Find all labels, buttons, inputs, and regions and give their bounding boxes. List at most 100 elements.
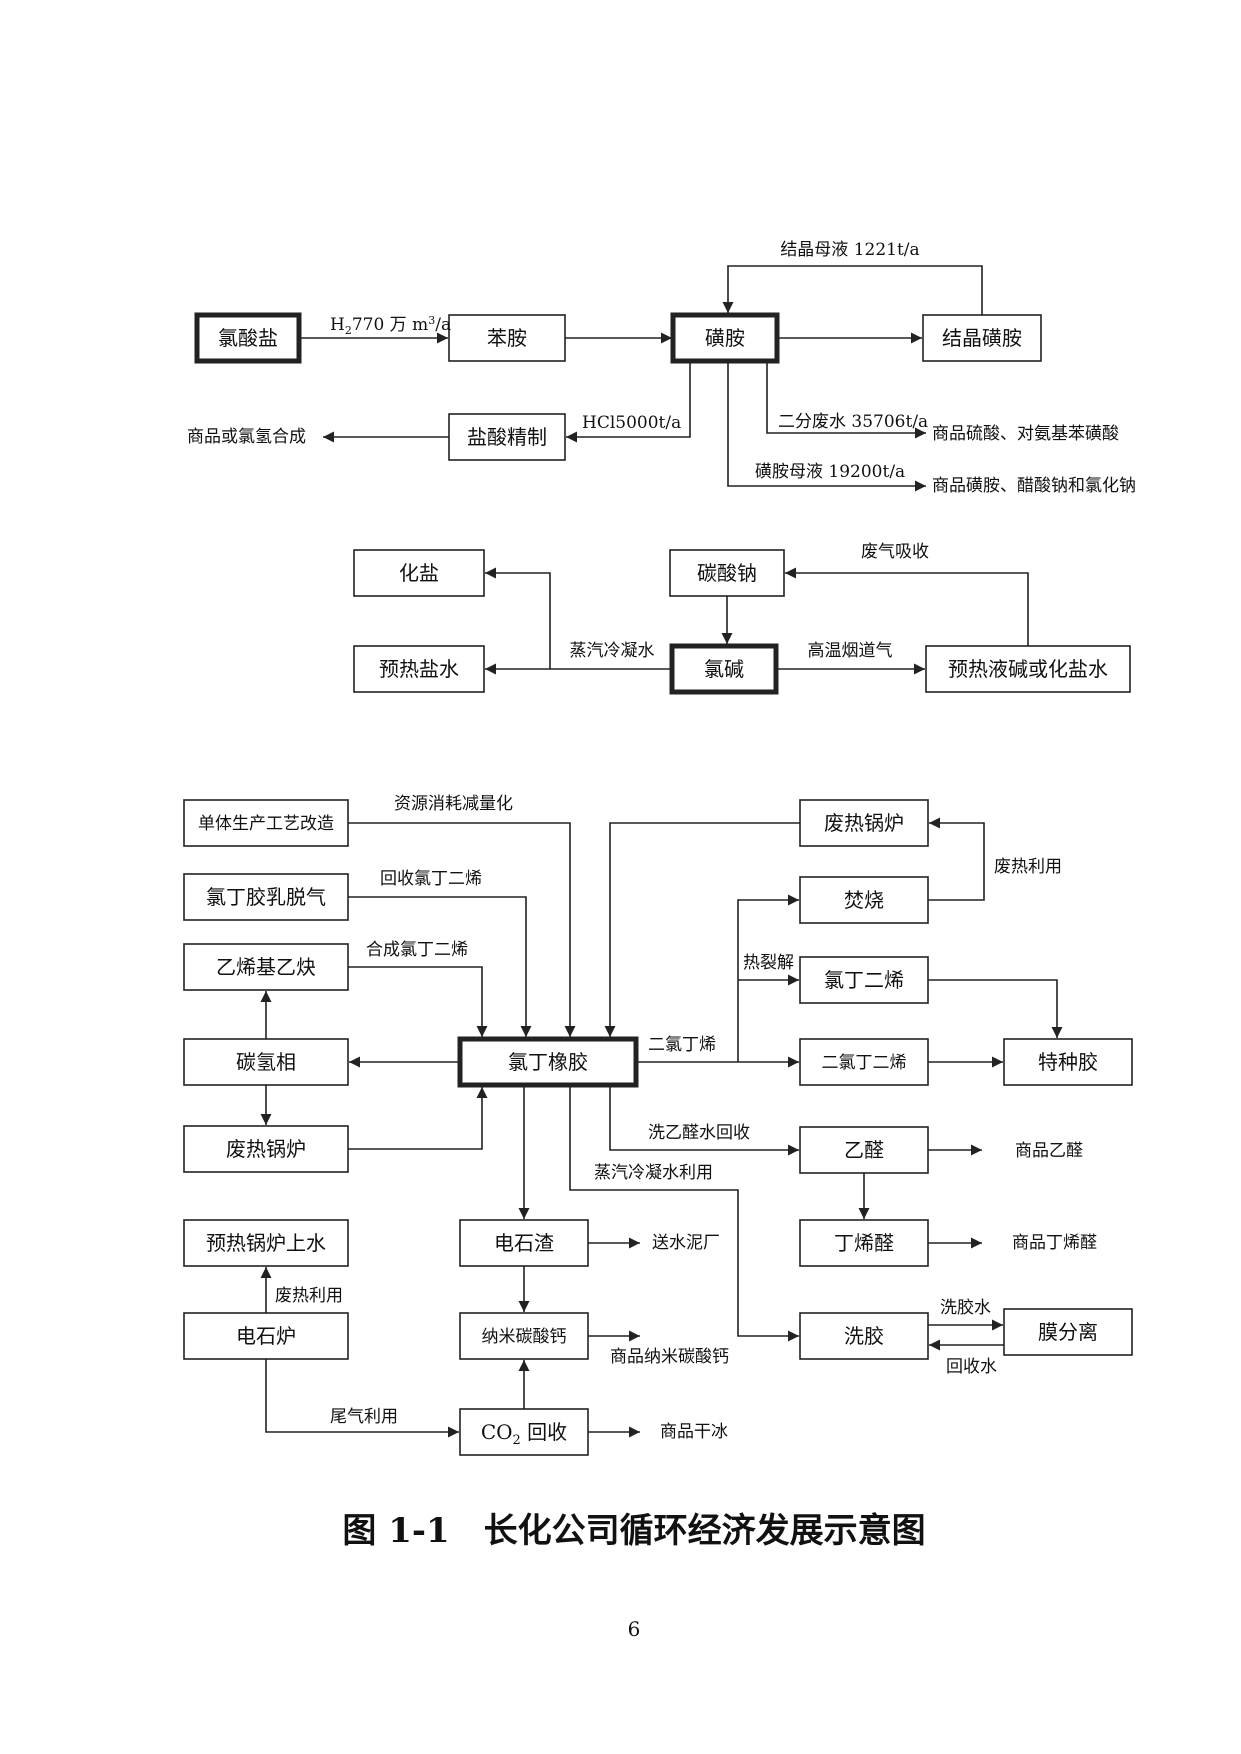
svg-text:乙烯基乙炔: 乙烯基乙炔 (216, 955, 316, 979)
svg-text:磺胺: 磺胺 (705, 326, 745, 350)
svg-text:氯丁二烯: 氯丁二烯 (824, 968, 904, 992)
node-chloralkali: 氯碱 (669, 643, 779, 695)
svg-text:结晶磺胺: 结晶磺胺 (942, 326, 1022, 350)
node-carbide-furnace: 电石炉 (183, 1312, 349, 1360)
svg-text:氯碱: 氯碱 (704, 657, 744, 681)
label-tail-gas: 尾气利用 (330, 1407, 398, 1427)
node-vinylacetylene: 乙烯基乙炔 (183, 943, 349, 991)
node-hydrocarbon: 碳氢相 (183, 1038, 349, 1086)
edge-vinyl-cr (348, 966, 488, 1037)
edge-degas-cr (348, 896, 532, 1037)
edge-whb-cr (348, 1087, 488, 1150)
svg-text:焚烧: 焚烧 (844, 888, 884, 912)
svg-text:电石渣: 电石渣 (494, 1231, 554, 1255)
edge-mother-liquor-loop (722, 265, 983, 315)
label-waste-heat-left: 废热利用 (275, 1286, 343, 1306)
label-mother-liquor: 结晶母液 1221t/a (780, 240, 919, 260)
node-co2-recovery: CO2 回收 (459, 1408, 589, 1456)
node-membrane: 膜分离 (1003, 1308, 1133, 1356)
label-steam-cond: 蒸汽冷凝水 (570, 641, 655, 661)
node-na2co3: 碳酸钠 (669, 549, 785, 597)
svg-text:废热锅炉: 废热锅炉 (226, 1137, 306, 1161)
edge-waste-gas-loop (785, 567, 1029, 646)
node-rubber-wash: 洗胶 (799, 1312, 929, 1360)
label-out-nano: 商品纳米碳酸钙 (610, 1347, 729, 1367)
svg-text:单体生产工艺改造: 单体生产工艺改造 (198, 814, 334, 834)
label-wash-acetal: 洗乙醛水回收 (648, 1123, 750, 1143)
svg-text:预热液碱或化盐水: 预热液碱或化盐水 (948, 657, 1108, 681)
edge-incin-whb (928, 817, 985, 901)
edge-monomer-cr (348, 822, 576, 1037)
label-flue-gas: 高温烟道气 (808, 641, 893, 661)
label-synth-cp: 合成氯丁二烯 (366, 940, 468, 960)
label-out-crotonaldehyde: 商品丁烯醛 (1012, 1233, 1097, 1253)
label-hcl-flow: HCl5000t/a (582, 413, 681, 433)
svg-text:化盐: 化盐 (399, 561, 439, 585)
node-chlorate: 氯酸盐 (194, 312, 302, 364)
node-chloroprene: 氯丁二烯 (799, 956, 929, 1004)
svg-text:膜分离: 膜分离 (1038, 1320, 1098, 1344)
node-incineration: 焚烧 (799, 876, 929, 924)
node-nano-caco3: 纳米碳酸钙 (459, 1312, 589, 1360)
label-waste-heat-right: 废热利用 (994, 857, 1062, 877)
label-out-acetaldehyde: 商品乙醛 (1015, 1141, 1083, 1161)
node-special-rubber: 特种胶 (1003, 1038, 1133, 1086)
node-dichlorobutadiene: 二氯丁二烯 (799, 1038, 929, 1086)
node-chloroprene-rubber: 氯丁橡胶 (457, 1036, 639, 1088)
node-preheat-brine: 预热盐水 (353, 645, 485, 693)
edge-sulfonamide-hcl (566, 361, 691, 443)
label-h2-flow: H2770 万 m3/a (330, 314, 451, 337)
svg-text:CO2 回收: CO2 回收 (481, 1420, 567, 1448)
figure-caption: 图 1-1 长化公司循环经济发展示意图 (342, 1511, 925, 1551)
edge-pyrolysis-branch (737, 894, 799, 1062)
node-sulfonamide: 磺胺 (670, 312, 780, 364)
node-crotonaldehyde: 丁烯醛 (799, 1219, 929, 1267)
label-resource: 资源消耗减量化 (394, 794, 513, 814)
node-huayan: 化盐 (353, 549, 485, 597)
node-hcl-refining: 盐酸精制 (448, 413, 566, 461)
node-preheat-boiler: 预热锅炉上水 (183, 1219, 349, 1267)
label-waste-gas: 废气吸收 (861, 542, 929, 562)
node-aniline: 苯胺 (448, 314, 566, 362)
node-degas: 氯丁胶乳脱气 (183, 873, 349, 921)
edge-furnace-co2 (265, 1359, 459, 1438)
label-out-dryice: 商品干冰 (660, 1422, 728, 1442)
label-dichlorobutene: 二氯丁烯 (648, 1035, 716, 1055)
edge-steam-wash (569, 1085, 799, 1342)
label-waste-water: 二分废水 35706t/a (778, 412, 928, 432)
svg-text:洗胶: 洗胶 (844, 1324, 884, 1348)
edge-steam-huayan (485, 567, 551, 669)
edge-cr-acetaldehyde (609, 1085, 799, 1156)
svg-text:预热盐水: 预热盐水 (379, 657, 459, 681)
svg-text:碳酸钠: 碳酸钠 (697, 561, 757, 585)
sulfa-section: 氯酸盐 苯胺 磺胺 结晶磺胺 盐酸精制 结晶母液 1221t/a H2770 万… (187, 240, 1136, 496)
label-out-hcl: 商品或氯氢合成 (187, 427, 306, 447)
edge-sulfa-liquor (727, 361, 926, 492)
svg-text:乙醛: 乙醛 (844, 1138, 884, 1162)
svg-text:纳米碳酸钙: 纳米碳酸钙 (482, 1327, 567, 1347)
node-whb-right: 废热锅炉 (799, 799, 929, 847)
svg-text:氯酸盐: 氯酸盐 (218, 326, 278, 350)
alkali-section: 化盐 碳酸钠 预热盐水 氯碱 预热液碱或化盐水 废气吸收 蒸汽冷凝水 高温烟道气 (353, 542, 1131, 695)
svg-text:废热锅炉: 废热锅炉 (824, 811, 904, 835)
label-recover-water: 回收水 (946, 1357, 997, 1377)
node-whb-left: 废热锅炉 (183, 1125, 349, 1173)
node-monomer: 单体生产工艺改造 (183, 799, 349, 847)
label-out-sulfuric: 商品硫酸、对氨基苯磺酸 (932, 424, 1119, 444)
page-number: 6 (628, 1617, 641, 1641)
edge-chloroprene-special (928, 979, 1063, 1038)
label-steam-use: 蒸汽冷凝水利用 (594, 1163, 713, 1183)
node-crystal-sulfonamide: 结晶磺胺 (922, 314, 1042, 362)
node-carbide-slag: 电石渣 (459, 1219, 589, 1267)
svg-text:苯胺: 苯胺 (487, 326, 527, 350)
label-to-cement: 送水泥厂 (652, 1233, 720, 1253)
svg-text:特种胶: 特种胶 (1038, 1050, 1098, 1074)
svg-text:氯丁胶乳脱气: 氯丁胶乳脱气 (206, 885, 326, 909)
edge-waste-water (766, 361, 926, 439)
rubber-section: 单体生产工艺改造 氯丁胶乳脱气 乙烯基乙炔 碳氢相 废热锅炉 预热锅炉上水 电石… (183, 794, 1133, 1456)
label-out-sodium: 商品磺胺、醋酸钠和氯化钠 (932, 476, 1136, 496)
node-acetaldehyde: 乙醛 (799, 1126, 929, 1174)
label-wash-water: 洗胶水 (940, 1298, 991, 1318)
svg-text:丁烯醛: 丁烯醛 (834, 1231, 894, 1255)
